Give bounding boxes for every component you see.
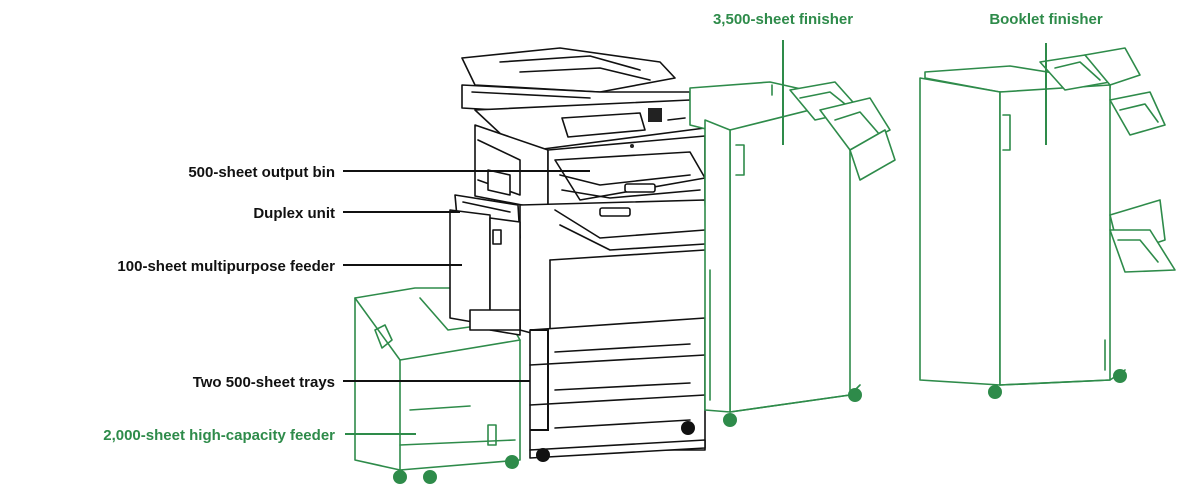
hcf-label: 2,000-sheet high-capacity feeder bbox=[103, 427, 335, 444]
printer-body bbox=[449, 47, 711, 459]
finisher-3500-wheels bbox=[723, 388, 862, 427]
duplex-label: Duplex unit bbox=[253, 205, 335, 222]
finisher-3500 bbox=[689, 81, 896, 413]
mp-feeder-label: 100-sheet multipurpose feeder bbox=[117, 258, 335, 275]
trays-label: Two 500-sheet trays bbox=[193, 374, 335, 391]
output-bin-label: 500-sheet output bin bbox=[188, 164, 335, 181]
booklet-finisher bbox=[919, 47, 1176, 386]
printer-wheels bbox=[536, 421, 695, 462]
booklet-label: Booklet finisher bbox=[989, 11, 1103, 28]
hcf-wheels bbox=[393, 455, 519, 484]
finisher-3500-label: 3,500-sheet finisher bbox=[713, 11, 853, 28]
booklet-finisher-wheels bbox=[988, 369, 1127, 399]
trays-bracket bbox=[530, 329, 549, 431]
